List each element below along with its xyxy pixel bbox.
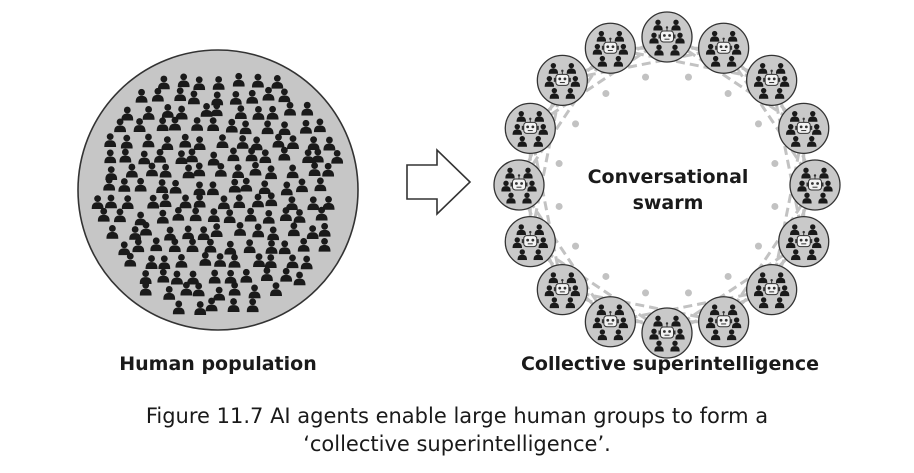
link-junction-dot bbox=[771, 160, 779, 168]
link-junction-dot bbox=[684, 289, 692, 297]
link-junction-dot bbox=[771, 202, 779, 210]
robot-icon bbox=[795, 117, 813, 134]
robot-icon bbox=[715, 311, 733, 328]
link-junction-dot bbox=[555, 202, 563, 210]
human-population-circle bbox=[77, 49, 359, 331]
robot-icon bbox=[658, 322, 676, 339]
swarm-node bbox=[697, 296, 750, 348]
robot-icon bbox=[806, 174, 824, 191]
center-label-line2: swarm bbox=[632, 192, 704, 214]
swarm-node bbox=[493, 159, 545, 211]
robot-icon bbox=[763, 278, 781, 296]
robot-icon bbox=[521, 230, 539, 248]
robot-icon bbox=[763, 69, 781, 86]
swarm-node bbox=[584, 296, 637, 348]
robot-icon bbox=[521, 117, 539, 134]
figure-caption: Figure 11.7 AI agents enable large human… bbox=[77, 402, 837, 458]
robot-icon bbox=[715, 37, 733, 54]
human-population-label: Human population bbox=[119, 353, 317, 375]
conversational-swarm-label: Conversational swarm bbox=[588, 164, 749, 216]
link-junction-dot bbox=[572, 120, 580, 128]
link-junction-dot bbox=[754, 120, 762, 128]
link-junction-dot bbox=[602, 90, 610, 98]
link-junction-dot bbox=[684, 73, 692, 81]
swarm-node bbox=[789, 159, 841, 211]
collective-superintelligence-label: Collective superintelligence bbox=[520, 353, 820, 375]
swarm-node bbox=[504, 102, 556, 155]
swarm-node bbox=[641, 11, 693, 63]
robot-icon bbox=[553, 278, 571, 296]
robot-icon bbox=[601, 311, 619, 328]
center-label-line1: Conversational bbox=[587, 166, 749, 188]
swarm-node bbox=[584, 22, 637, 74]
caption-line1: Figure 11.7 AI agents enable large human… bbox=[145, 404, 769, 428]
link-junction-dot bbox=[555, 160, 563, 168]
robot-icon bbox=[553, 69, 571, 86]
caption-line2: ‘collective superintelligence’. bbox=[303, 432, 611, 456]
swarm-node bbox=[778, 102, 830, 155]
link-junction-dot bbox=[724, 272, 732, 280]
link-junction-dot bbox=[724, 90, 732, 98]
robot-icon bbox=[510, 174, 528, 191]
right-arrow-icon bbox=[406, 148, 472, 216]
swarm-node bbox=[746, 264, 798, 316]
swarm-node bbox=[504, 215, 556, 268]
robot-icon bbox=[658, 26, 676, 43]
swarm-node bbox=[536, 264, 588, 316]
link-junction-dot bbox=[642, 73, 650, 81]
robot-icon bbox=[795, 230, 813, 248]
link-junction-dot bbox=[602, 272, 610, 280]
conversational-swarm-group bbox=[493, 11, 841, 359]
swarm-node bbox=[536, 54, 588, 106]
swarm-node bbox=[746, 54, 798, 106]
swarm-node bbox=[641, 307, 693, 359]
link-junction-dot bbox=[642, 289, 650, 297]
link-junction-dot bbox=[754, 242, 762, 250]
human-population-group bbox=[77, 49, 359, 331]
swarm-node bbox=[778, 215, 830, 268]
swarm-nodes bbox=[493, 11, 841, 359]
robot-icon bbox=[601, 37, 619, 54]
swarm-node bbox=[697, 22, 750, 74]
link-junction-dot bbox=[572, 242, 580, 250]
